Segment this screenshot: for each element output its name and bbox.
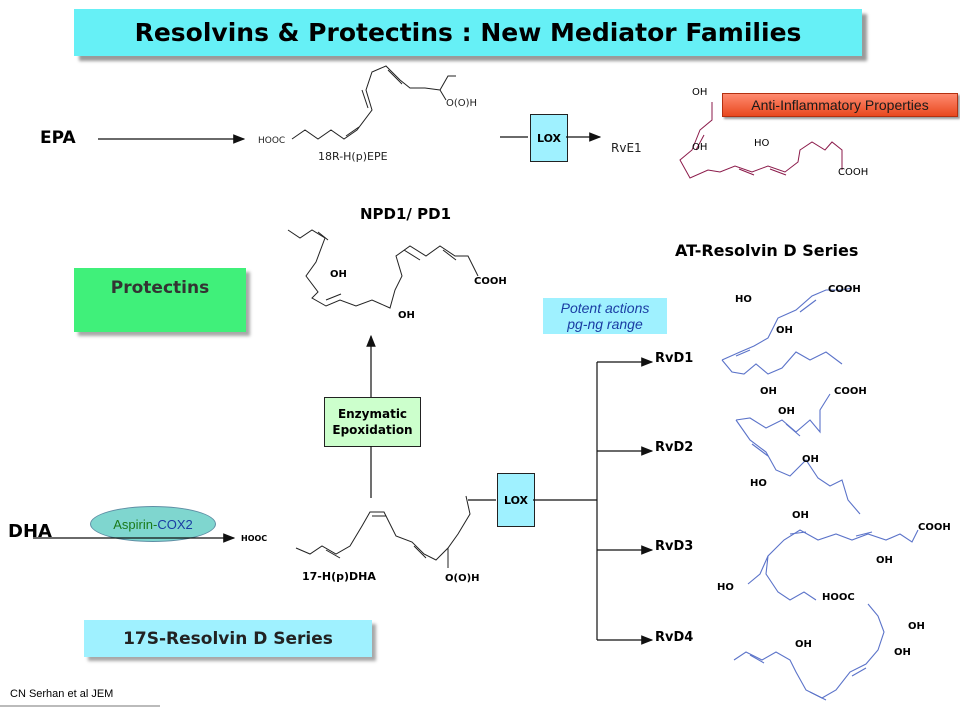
- hpepe-hooc: HOOC: [258, 136, 285, 146]
- rvd2-structure: [735, 393, 861, 515]
- footer-divider: [0, 705, 160, 707]
- npd1-heading: NPD1/ PD1: [360, 205, 452, 223]
- pd1-oh1: OH: [330, 269, 347, 280]
- enzymatic-epoxidation-box: Enzymatic Epoxidation: [324, 397, 421, 447]
- potent-line2: pg-ng range: [567, 316, 643, 332]
- arrows: [33, 132, 654, 645]
- rvd1-ho: HO: [735, 294, 752, 305]
- enzymatic-line2: Epoxidation: [332, 423, 413, 437]
- rvd4-hooc: HOOC: [822, 592, 855, 603]
- rvd3-ho: HO: [717, 582, 734, 593]
- hpepe-hydroperoxy: O(O)H: [446, 98, 477, 109]
- rvd3-label: RvD3: [655, 539, 694, 554]
- rvd4-structure: [733, 603, 885, 701]
- aspirin-cox2-ellipse: Aspirin-COX2: [90, 506, 216, 542]
- hpepe-label: 18R-H(p)EPE: [318, 150, 388, 163]
- potent-line1: Potent actions: [560, 300, 650, 316]
- at-resolvin-heading: AT-Resolvin D Series: [675, 241, 859, 260]
- pd1-structure: [287, 229, 479, 309]
- protectins-box: Protectins: [74, 268, 246, 332]
- pd1-cooh: COOH: [474, 276, 507, 287]
- rvd2-cooh: COOH: [834, 386, 867, 397]
- resolvin-d-series-box: 17S-Resolvin D Series: [84, 620, 372, 657]
- rvd1-structure: [721, 287, 853, 375]
- rvd4-oh2: OH: [908, 621, 925, 632]
- hdha-structure: [295, 495, 471, 568]
- rvd1-label: RvD1: [655, 351, 694, 366]
- anti-inflammatory-badge: Anti-Inflammatory Properties: [722, 93, 958, 117]
- hdha-hydroperoxy: O(O)H: [445, 573, 480, 584]
- dha-label: DHA: [8, 521, 52, 542]
- potent-actions-box: Potent actions pg-ng range: [543, 298, 667, 334]
- rvd2-oh2: OH: [802, 454, 819, 465]
- rvd1-oh1: OH: [776, 325, 793, 336]
- rvd4-oh3: OH: [894, 647, 911, 658]
- slide-title: Resolvins & Protectins : New Mediator Fa…: [74, 9, 862, 56]
- cox2-text: COX2: [157, 516, 193, 532]
- rvd3-cooh: COOH: [918, 522, 951, 533]
- rve1-label: RvE1: [611, 141, 642, 155]
- rvd2-label: RvD2: [655, 440, 694, 455]
- epa-label: EPA: [40, 128, 76, 148]
- hpepe-structure: [291, 65, 456, 140]
- hdha-hooc: HOOC: [241, 534, 267, 543]
- rvd1-cooh: COOH: [828, 284, 861, 295]
- hdha-label: 17-H(p)DHA: [302, 570, 376, 583]
- rvd2-oh1: OH: [778, 406, 795, 417]
- rvd3-structure: [747, 529, 919, 601]
- rve1-structure: [679, 102, 843, 179]
- rvd2-ho: HO: [750, 478, 767, 489]
- pd1-oh2: OH: [398, 310, 415, 321]
- rvd3-oh2: OH: [876, 555, 893, 566]
- rve1-cooh: COOH: [838, 167, 868, 178]
- rvd1-oh2: OH: [760, 386, 777, 397]
- rvd4-label: RvD4: [655, 630, 694, 645]
- rve1-ho: HO: [754, 138, 770, 149]
- rve1-oh2: OH: [692, 142, 707, 153]
- lox-enzyme-box-dha: LOX: [497, 473, 535, 527]
- lox-enzyme-box-epa: LOX: [530, 114, 568, 162]
- citation: CN Serhan et al JEM: [10, 688, 114, 700]
- rve1-oh1: OH: [692, 87, 707, 98]
- enzymatic-line1: Enzymatic: [337, 407, 408, 421]
- aspirin-text: Aspirin-: [113, 516, 158, 532]
- rvd4-oh1: OH: [795, 639, 812, 650]
- rvd3-oh1: OH: [792, 510, 809, 521]
